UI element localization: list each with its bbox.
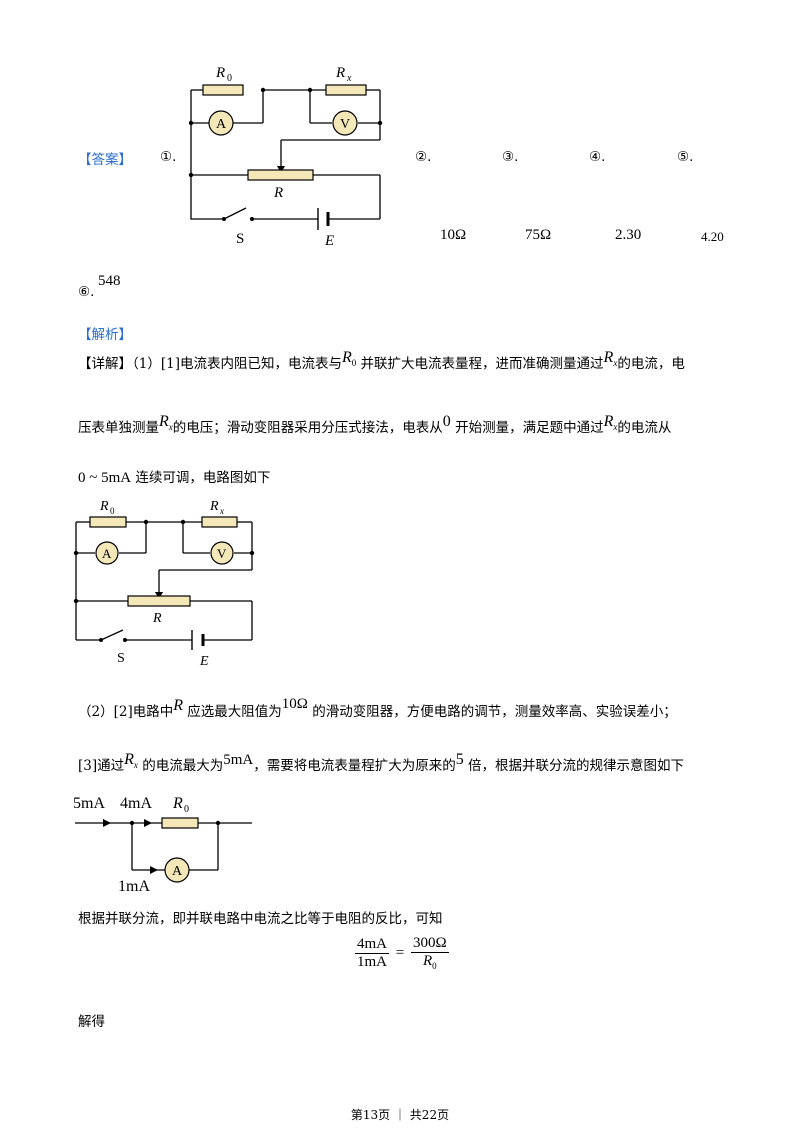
p4-text-3: 的滑动变阻器，方便电路的调节，测量效率高、实验误差小； xyxy=(312,704,677,720)
circuit-diagram-analysis: R 0 R x A V R S E xyxy=(73,499,255,669)
answer-marker-2: ②. xyxy=(415,149,432,165)
label-rx: R xyxy=(209,499,219,514)
p2-text-4: 的电流从 xyxy=(617,420,672,436)
p5-multiplier: 5 xyxy=(455,751,464,768)
label-rx-sub: x xyxy=(346,73,352,84)
ammeter-icon: A xyxy=(102,546,112,561)
label-emf: E xyxy=(324,233,334,249)
p4-text-1: （2）[2]电路中 xyxy=(78,704,174,720)
current-range: 0 ~ 5mA xyxy=(78,470,132,486)
p5-text-2: 的电流最大为 xyxy=(142,758,224,774)
label-r0-sub: 0 xyxy=(110,506,115,516)
p4-text-2: 应选最大阻值为 xyxy=(187,704,282,720)
paragraph-1: 【详解】（1）[1]电流表内阻已知，电流表与R0 并联扩大电流表量程，进而准确测… xyxy=(78,349,685,381)
p2-text-2: 的电压；滑动变阻器采用分压式接法，电表从 xyxy=(172,420,443,436)
fraction-right-numerator: 300Ω xyxy=(410,935,449,953)
label-current-meter: 1mA xyxy=(118,878,150,895)
label-switch: S xyxy=(117,651,125,666)
label-emf: E xyxy=(199,654,209,669)
p1-text-2: 并联扩大电流表量程，进而准确测量通过 xyxy=(360,356,604,372)
answer-value-3: 2.30 xyxy=(615,227,642,243)
fraction-left: 4mA 1mA xyxy=(355,936,389,971)
analysis-label: 【解析】 xyxy=(78,327,132,343)
label-rx-sub: x xyxy=(219,506,224,516)
p5-value: 5mA xyxy=(223,752,254,768)
p5-text-1: [3]通过 xyxy=(78,758,125,774)
paragraph-2: 压表单独测量Rx的电压；滑动变阻器采用分压式接法，电表从0 开始测量，满足题中通… xyxy=(78,413,672,445)
answer-value-5: 548 xyxy=(98,273,121,289)
label-switch: S xyxy=(236,231,244,247)
paragraph-5: [3]通过Rx 的电流最大为5mA，需要将电流表量程扩大为原来的5 倍，根据并联… xyxy=(78,751,684,783)
answer-marker-6: ⑥. xyxy=(78,284,95,300)
p4-value: 10Ω xyxy=(281,696,308,712)
label-r0-sub: 0 xyxy=(227,73,232,84)
answer-marker-4: ④. xyxy=(589,149,606,165)
shunt-diagram: 5mA 4mA R 0 A 1mA xyxy=(73,795,252,895)
label-r0: R xyxy=(99,499,109,514)
answer-label: 【答案】 xyxy=(78,152,132,168)
p1-text-1: （1）[1]电流表内阻已知，电流表与 xyxy=(132,356,342,372)
label-r0-sub: 0 xyxy=(184,804,189,815)
fraction-right-denominator: R0 xyxy=(422,953,437,971)
detail-label: 【详解】 xyxy=(78,356,132,372)
p3-text-1: 连续可调，电路图如下 xyxy=(135,470,271,486)
p1-text-3: 的电流，电 xyxy=(617,356,685,372)
answer-value-4: 4.20 xyxy=(701,229,724,244)
paragraph-7: 解得 xyxy=(78,1014,105,1030)
paragraph-6: 根据并联分流，即并联电路中电流之比等于电阻的反比，可知 xyxy=(78,911,443,927)
symbol-rx: Rx xyxy=(124,751,138,771)
fraction-left-numerator: 4mA xyxy=(355,935,389,954)
paragraph-4: （2）[2]电路中R 应选最大阻值为10Ω 的滑动变阻器，方便电路的调节，测量效… xyxy=(78,696,677,724)
label-r0: R xyxy=(215,65,225,81)
p2-text-1: 压表单独测量 xyxy=(78,420,159,436)
p2-text-3: 开始测量，满足题中通过 xyxy=(455,420,604,436)
answer-value-1: 10Ω xyxy=(440,227,467,243)
ammeter-icon: A xyxy=(172,864,183,879)
circuit-diagram-answer: R 0 R x A V R S E xyxy=(188,65,383,249)
ammeter-icon: A xyxy=(216,117,227,132)
answer-marker-1: ①. xyxy=(160,149,177,165)
symbol-r0: R0 xyxy=(341,349,357,369)
answer-marker-3: ③. xyxy=(502,149,519,165)
voltmeter-icon: V xyxy=(340,117,350,132)
symbol-r: R xyxy=(173,697,183,714)
fraction-right: 300Ω R0 xyxy=(410,935,449,971)
label-rheostat: R xyxy=(273,185,283,201)
answer-marker-5: ⑤. xyxy=(677,149,694,165)
label-r0: R xyxy=(172,795,183,812)
paragraph-3: 0 ~ 5mA 连续可调，电路图如下 xyxy=(78,466,270,490)
label-current-shunt: 4mA xyxy=(120,795,152,812)
p5-text-3: ，需要将电流表量程扩大为原来的 xyxy=(253,758,456,774)
equals-sign: = xyxy=(395,944,405,961)
symbol-rx: Rx xyxy=(603,413,618,433)
fraction-left-denominator: 1mA xyxy=(357,953,387,970)
symbol-rx: Rx xyxy=(159,413,173,433)
label-rx: R xyxy=(335,65,345,81)
equation: 4mA 1mA = 300Ω R0 xyxy=(355,935,449,971)
p5-text-4: 倍，根据并联分流的规律示意图如下 xyxy=(468,758,684,774)
label-current-total: 5mA xyxy=(73,795,105,812)
answer-value-2: 75Ω xyxy=(525,227,552,243)
page-footer: 第13页 ｜ 共22页 xyxy=(350,1108,450,1122)
voltmeter-icon: V xyxy=(217,546,227,561)
symbol-rx: Rx xyxy=(603,349,618,369)
p2-zero: 0 xyxy=(442,413,451,430)
label-rheostat: R xyxy=(152,611,162,626)
